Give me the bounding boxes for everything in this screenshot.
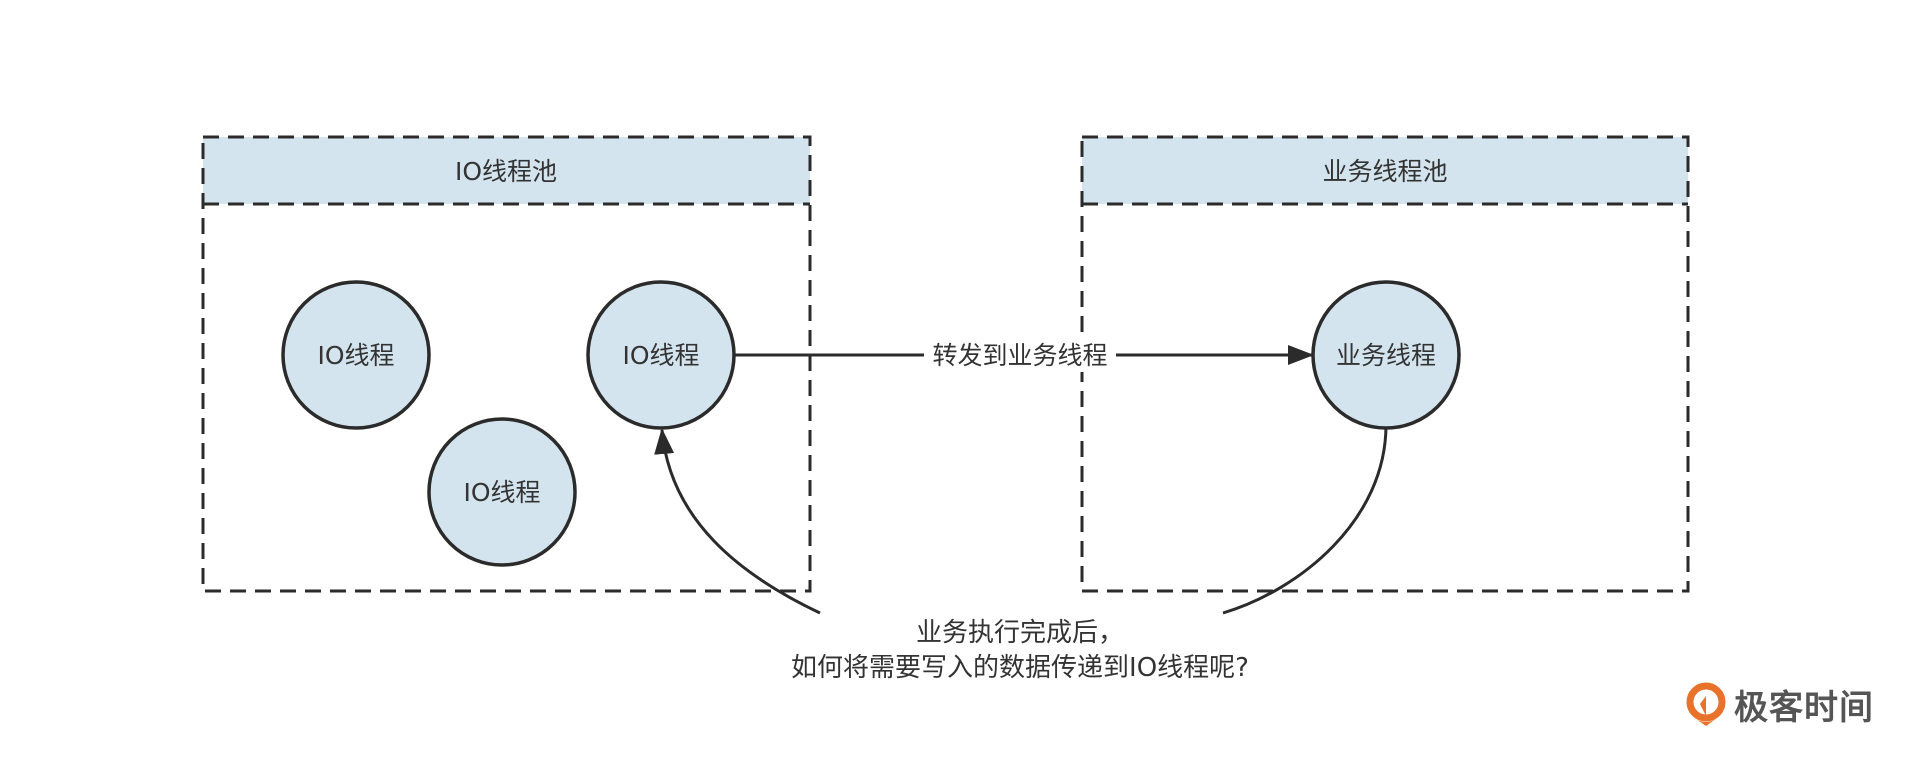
biz-pool-border bbox=[1080, 135, 1690, 593]
io-thread-label: IO线程 bbox=[317, 341, 394, 370]
io-thread-circle bbox=[427, 417, 577, 567]
biz-pool-title: 业务线程池 bbox=[1322, 157, 1447, 186]
business-thread-label: 业务线程 bbox=[1336, 341, 1436, 370]
forward-edge-label-bg bbox=[924, 338, 1116, 372]
business-thread-pool: 业务线程池 bbox=[1080, 135, 1690, 593]
node-io-thread-1: IO线程 bbox=[281, 280, 431, 430]
node-io-thread-3: IO线程 bbox=[586, 280, 736, 430]
forward-edge-label: 转发到业务线程 bbox=[932, 341, 1107, 370]
io-pool-title: IO线程池 bbox=[455, 157, 557, 186]
geektime-logo: 极客时间 bbox=[1686, 680, 1874, 729]
biz-pool-header-fill bbox=[1082, 137, 1688, 204]
caption-line-1: 业务执行完成后， bbox=[916, 618, 1124, 648]
return-edge-right-curve bbox=[1222, 424, 1388, 615]
node-business-thread: 业务线程 bbox=[1311, 280, 1461, 430]
logo-text: 极客时间 bbox=[1734, 688, 1874, 728]
io-pool-header-fill bbox=[203, 137, 810, 204]
forward-edge: 转发到业务线程 bbox=[735, 338, 1314, 372]
business-thread-circle bbox=[1311, 280, 1461, 430]
question-caption: 业务执行完成后， 如何将需要写入的数据传递到IO线程呢? bbox=[791, 618, 1249, 683]
io-pool-border bbox=[201, 135, 812, 593]
caption-line-2: 如何将需要写入的数据传递到IO线程呢? bbox=[791, 653, 1249, 683]
return-edge bbox=[654, 424, 1388, 615]
io-thread-circle bbox=[281, 280, 431, 430]
io-thread-label: IO线程 bbox=[622, 341, 699, 370]
node-io-thread-2: IO线程 bbox=[427, 417, 577, 567]
io-thread-pool: IO线程池 bbox=[201, 135, 812, 593]
geektime-logo-icon bbox=[1686, 682, 1726, 726]
io-thread-label: IO线程 bbox=[463, 478, 540, 507]
return-edge-left-curve bbox=[654, 428, 821, 615]
io-thread-circle bbox=[586, 280, 736, 430]
